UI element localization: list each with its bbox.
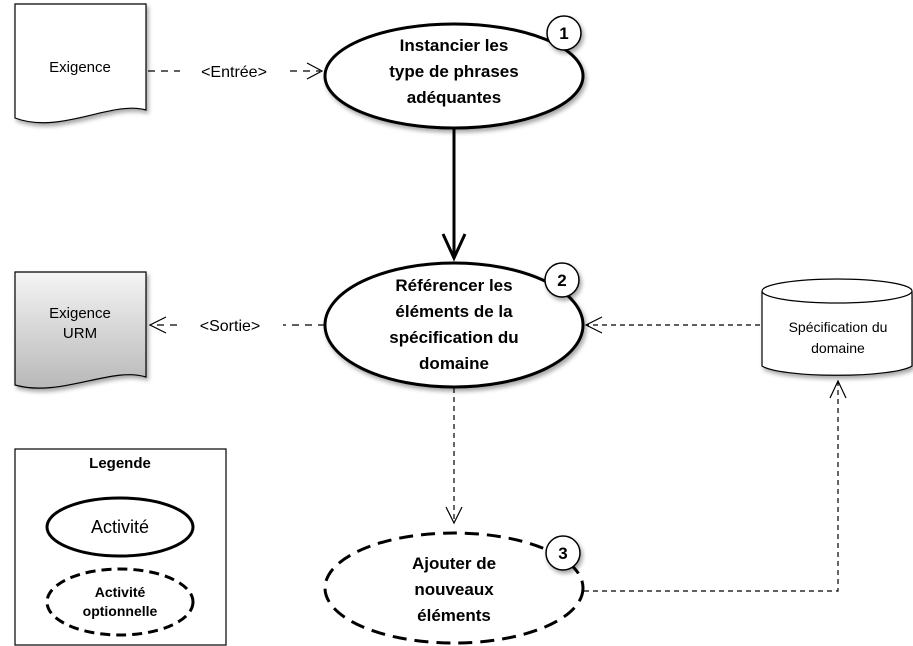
activity-3-number: 3 — [558, 544, 567, 563]
activity-2-line2: éléments de la — [395, 302, 513, 321]
legend-optional-label-line2: optionnelle — [83, 603, 158, 619]
document-exigence-urm-label-line1: Exigence — [49, 305, 111, 322]
activity-2-number-badge — [544, 262, 580, 298]
legend-optional-activity: Activité optionnelle — [45, 567, 195, 637]
document-exigence-urm: Exigence URM — [14, 271, 147, 389]
activity-2-number: 2 — [557, 271, 566, 290]
arrow-head-icon — [441, 233, 467, 262]
legend-activity: Activité — [45, 496, 195, 558]
database-label-line1: Spécification du — [789, 319, 888, 335]
edge-sortie: <Sortie> — [148, 316, 325, 335]
edge-sortie-label: <Sortie> — [200, 318, 260, 335]
activity-3-number-badge — [545, 535, 581, 571]
edge-entree: <Entrée> — [148, 62, 324, 81]
activity-2-line4: domaine — [419, 354, 489, 373]
activity-1-number-badge — [546, 15, 582, 51]
legend: Legende Activité Activité optionnelle — [14, 448, 227, 646]
legend-title: Legende — [89, 455, 151, 472]
document-exigence-urm-label-line2: URM — [63, 325, 97, 342]
activity-1-line1: Instancier les — [400, 36, 509, 55]
document-exigence-label: Exigence — [49, 59, 111, 76]
document-exigence: Exigence — [14, 3, 147, 124]
activity-1-line2: type de phrases — [389, 62, 518, 81]
activity-3-line3: éléments — [417, 606, 491, 625]
arrow-head-icon — [584, 316, 603, 334]
edge-activity2-to-activity3 — [445, 388, 463, 525]
edge-activity3-to-database — [584, 379, 847, 592]
legend-activity-label: Activité — [91, 517, 149, 537]
activity-3-line2: nouveaux — [414, 580, 494, 599]
arrow-head-icon — [306, 62, 324, 80]
edge-activity1-to-activity2 — [441, 129, 467, 262]
activity-3: Ajouter de nouveaux éléments 3 — [323, 531, 585, 645]
activity-2-line3: spécification du — [389, 328, 518, 347]
activity-3-line1: Ajouter de — [412, 554, 496, 573]
edge-entree-label: <Entrée> — [201, 64, 267, 81]
edge-database-to-activity2 — [584, 316, 760, 334]
legend-optional-label-line1: Activité — [95, 584, 146, 600]
activity-2: Référencer les éléments de la spécificat… — [323, 261, 585, 389]
arrow-head-icon — [445, 506, 463, 525]
activity-1-number: 1 — [559, 24, 568, 43]
activity-2-line1: Référencer les — [395, 276, 512, 295]
activity-1: Instancier les type de phrases adéquante… — [323, 15, 585, 130]
database-specification-domaine: Spécification du domaine — [761, 278, 913, 376]
arrow-head-icon — [829, 379, 847, 399]
activity-1-line3: adéquantes — [407, 88, 501, 107]
arrow-head-icon — [148, 316, 167, 334]
database-label-line2: domaine — [811, 340, 865, 356]
